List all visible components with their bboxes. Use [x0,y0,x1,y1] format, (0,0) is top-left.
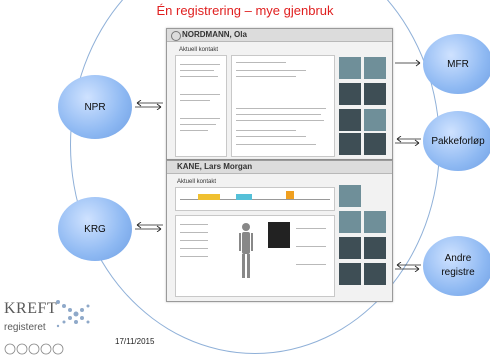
app-tile[interactable] [339,109,361,131]
xray-image-icon [268,222,290,248]
bottom-app-header [167,161,392,174]
bottom-section-title: Aktuell kontakt [177,179,217,185]
app-tile[interactable] [364,109,386,131]
body-figure-icon [238,222,254,282]
app-tile[interactable] [339,133,361,155]
body-map-panel [175,215,335,297]
app-tile[interactable] [364,237,386,259]
arrow-mfr [395,59,421,67]
mfr-bubble: MFR [423,34,490,94]
app-tile[interactable] [339,211,361,233]
logo-name: KREFT [4,300,58,317]
app-tile[interactable] [364,263,386,285]
top-left-panel [175,55,227,157]
bottom-patient-name: KANE, Lars Morgan [177,162,253,171]
app-tile[interactable] [364,211,386,233]
top-section-title: Aktuell kontakt [179,47,219,53]
logo-subtitle: registeret [4,322,46,333]
npr-bubble: NPR [58,75,132,139]
top-patient-name: NORDMANN, Ola [182,30,247,39]
arrow-npr [135,100,163,110]
app-tile[interactable] [339,185,361,207]
andre-registre-bubble: Andre registre [423,236,490,296]
bottom-app-screenshot: KANE, Lars Morgan Aktuell kontakt [166,160,393,302]
license-icons [4,343,64,355]
app-tile[interactable] [339,263,361,285]
app-tile[interactable] [339,237,361,259]
patient-avatar-icon [171,31,181,41]
app-tile[interactable] [339,57,361,79]
app-tile[interactable] [364,57,386,79]
arrow-pakkeforlop [395,136,421,146]
krg-bubble: KRG [58,197,132,261]
logo-dots-icon [56,300,90,328]
app-tile[interactable] [364,83,386,105]
pakkeforlop-bubble: Pakkeforløp [423,111,490,171]
arrow-andre-registre [395,262,421,272]
top-app-header [167,29,392,42]
timeline-panel [175,187,335,211]
slide-date: 17/11/2015 [115,337,155,346]
app-tile[interactable] [364,133,386,155]
top-app-screenshot: NORDMANN, Ola Aktuell kontakt [166,28,393,160]
arrow-krg [135,222,163,232]
top-main-panel [231,55,335,157]
app-tile[interactable] [339,83,361,105]
